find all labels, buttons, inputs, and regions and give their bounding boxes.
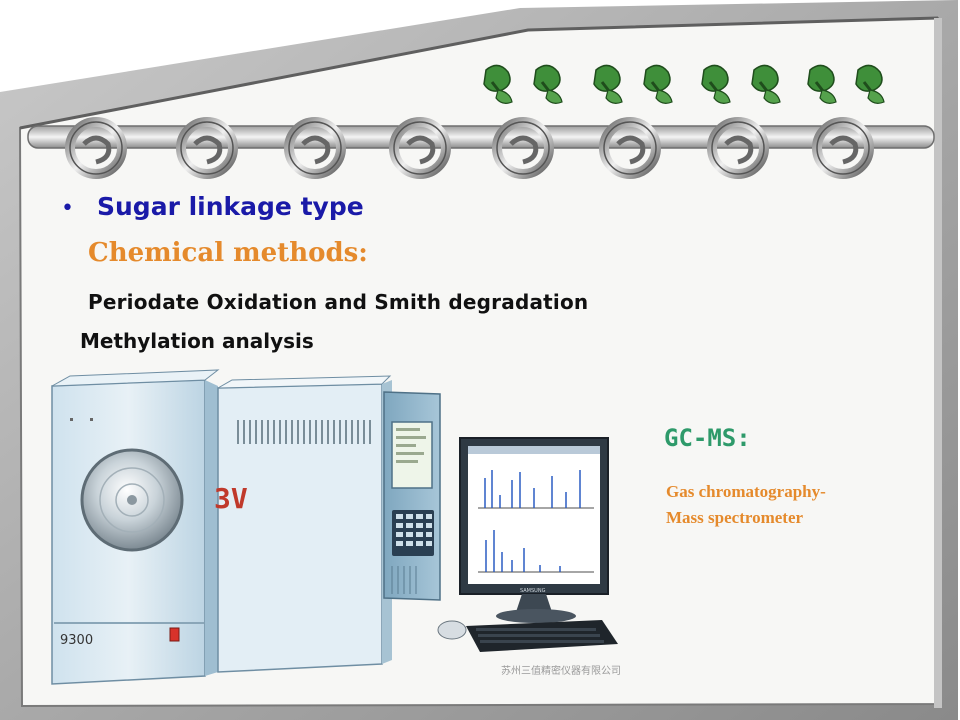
model-number-label: 9300	[60, 633, 93, 648]
binder-ring-icon	[389, 117, 451, 179]
leaf-icon	[751, 64, 781, 104]
leaf-icon	[855, 64, 885, 104]
gcms-description-line-2: Mass spectrometer	[666, 508, 804, 527]
panel-label: 3V	[214, 482, 248, 515]
gcms-description-line-1: Gas chromatography-	[666, 482, 826, 501]
leaf-icon	[807, 64, 837, 104]
monitor-screen	[468, 446, 600, 584]
leaf-icon	[643, 64, 673, 104]
gcms-label: GC-MS:	[664, 424, 751, 452]
binder-ring-icon	[812, 117, 874, 179]
chemical-methods-label: Chemical methods:	[88, 238, 368, 268]
gc-oven-body: 9300	[51, 369, 220, 685]
gc-control-panel	[383, 391, 441, 601]
chromatogram-icon	[478, 470, 594, 573]
bullet-heading: Sugar linkage type	[97, 192, 364, 221]
watermark-text: 苏州三值精密仪器有限公司	[501, 666, 621, 677]
leaf-icon	[593, 64, 623, 104]
computer-monitor: SAMSUNG	[459, 437, 609, 623]
bullet-icon: •	[61, 196, 74, 221]
power-switch-icon	[169, 627, 180, 642]
binder-ring-icon	[176, 117, 238, 179]
binder-ring-icon	[599, 117, 661, 179]
binder-ring-icon	[65, 117, 127, 179]
gc-middle-section: 3V	[214, 375, 392, 673]
binder-ring-icon	[284, 117, 346, 179]
method-methylation: Methylation analysis	[80, 329, 314, 353]
binder-ring-icon	[707, 117, 769, 179]
binder-ring-icon	[492, 117, 554, 179]
mouse-icon	[437, 620, 467, 640]
leaf-icon	[701, 64, 731, 104]
leaf-icon	[533, 64, 563, 104]
monitor-brand: SAMSUNG	[520, 588, 546, 594]
method-periodate-oxidation: Periodate Oxidation and Smith degradatio…	[88, 290, 589, 314]
leaf-icon	[483, 64, 513, 104]
